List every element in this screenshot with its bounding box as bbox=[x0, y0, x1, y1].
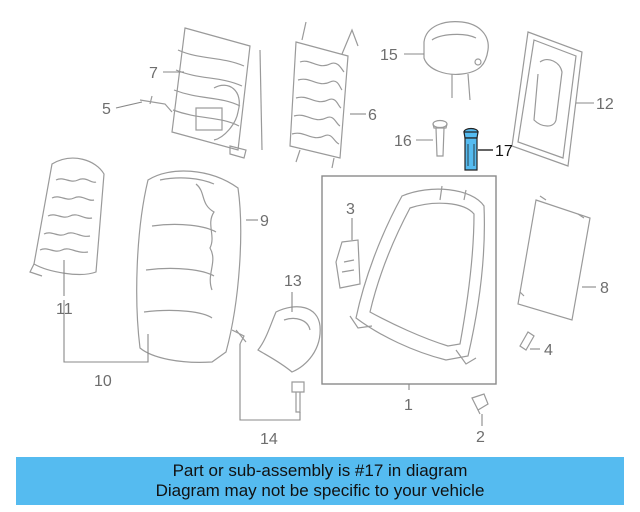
headrest-guide-sleeve-16 bbox=[432, 119, 448, 157]
callout-14: 14 bbox=[260, 431, 278, 448]
headrest-guide-17-highlighted bbox=[463, 127, 479, 171]
grommet-2 bbox=[471, 393, 489, 415]
headrest bbox=[423, 21, 489, 101]
callout-6: 6 bbox=[368, 107, 377, 124]
bolts-14 bbox=[231, 329, 305, 413]
callout-15: 15 bbox=[380, 47, 398, 64]
callout-2: 2 bbox=[476, 429, 485, 446]
callout-17: 17 bbox=[495, 143, 513, 160]
seatback-pad-module bbox=[289, 21, 359, 169]
callout-leader-lines bbox=[63, 53, 596, 426]
callout-9: 9 bbox=[260, 213, 269, 230]
callout-3: 3 bbox=[346, 201, 355, 218]
callout-4: 4 bbox=[544, 342, 553, 359]
callout-11: 11 bbox=[56, 301, 73, 318]
side-trim-cover bbox=[257, 306, 321, 373]
parts-diagram: 7 5 6 15 12 16 17 9 11 10 3 8 4 13 14 1 … bbox=[29, 21, 614, 448]
clip-4 bbox=[519, 331, 535, 351]
seatback-heater-mat bbox=[29, 157, 105, 277]
lumbar-support-wire-frame bbox=[139, 27, 263, 159]
banner-line-disclaimer: Diagram may not be specific to your vehi… bbox=[155, 481, 485, 500]
banner-line-part-number: Part or sub-assembly is #17 in diagram bbox=[172, 461, 468, 480]
callout-8: 8 bbox=[600, 280, 609, 297]
seatback-rear-panel bbox=[517, 195, 591, 321]
callout-13: 13 bbox=[284, 273, 302, 290]
callout-16: 16 bbox=[394, 133, 412, 150]
callout-12: 12 bbox=[596, 96, 614, 113]
seatback-cover bbox=[136, 170, 242, 363]
callout-numbers: 7 5 6 15 12 16 17 9 11 10 3 8 4 13 14 1 … bbox=[56, 47, 614, 448]
recliner-bracket-3 bbox=[335, 239, 361, 289]
seatback-frame-assembly bbox=[321, 175, 497, 385]
info-banner: Part or sub-assembly is #17 in diagram D… bbox=[16, 457, 624, 505]
callout-10: 10 bbox=[94, 373, 112, 390]
callout-7: 7 bbox=[149, 65, 158, 82]
seatback-board-panel bbox=[511, 31, 583, 167]
callout-1: 1 bbox=[404, 397, 413, 414]
callout-5: 5 bbox=[102, 101, 111, 118]
